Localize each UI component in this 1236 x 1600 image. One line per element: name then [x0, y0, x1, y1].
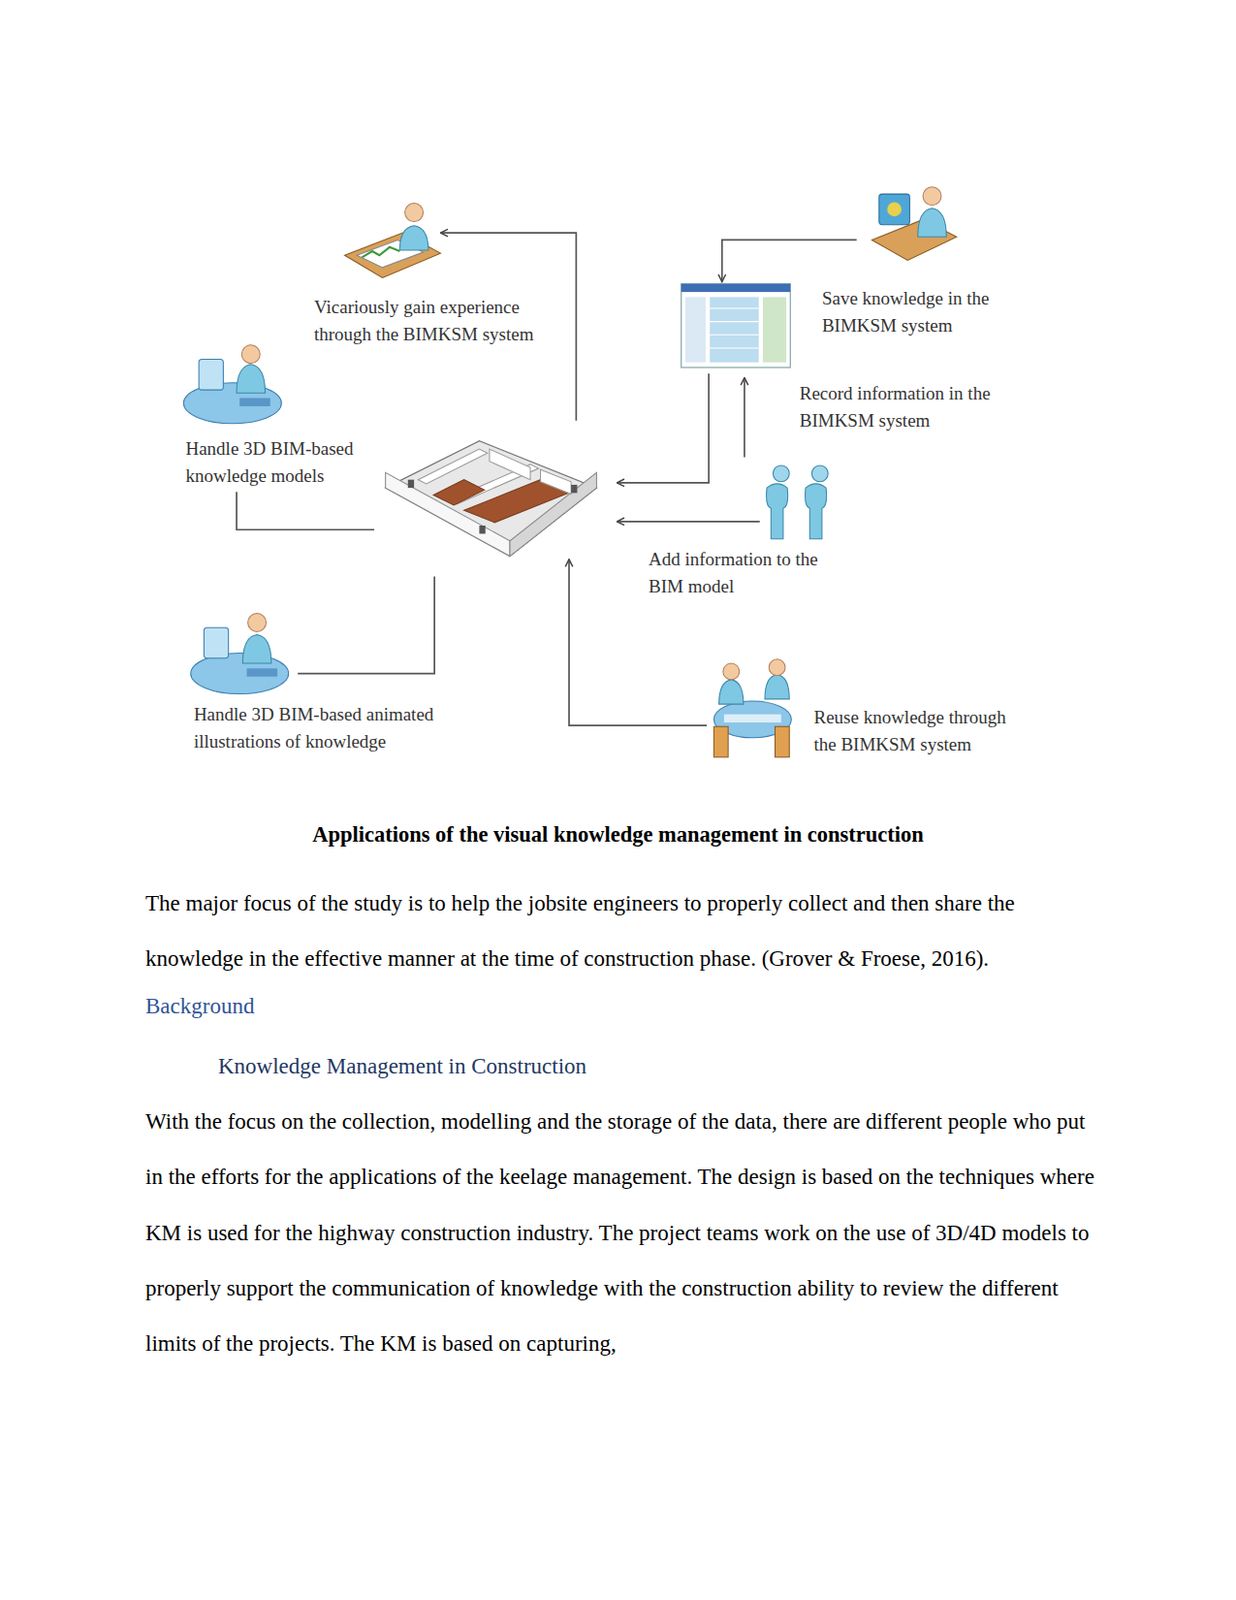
- illustration-part: [241, 345, 260, 364]
- illustration-part: [811, 465, 828, 482]
- section-heading: Background: [145, 991, 728, 1021]
- illustration-part: [489, 448, 531, 480]
- subsection-heading: Knowledge Management in Construction: [218, 1051, 994, 1081]
- illustration-part: [805, 483, 827, 539]
- illustration-part: [236, 232, 857, 726]
- illustration-part: [709, 296, 759, 362]
- illustration-part: [722, 239, 857, 282]
- node-label: Handle 3D BIM-based knowledge models: [185, 435, 374, 490]
- illustration-part: [918, 208, 947, 237]
- illustration-part: [247, 667, 279, 676]
- illustration-part: [724, 714, 782, 723]
- illustration-part: [768, 659, 786, 676]
- illustration-part: [775, 726, 791, 758]
- illustration-part: [871, 187, 956, 261]
- icon-label-node: Save knowledge in the BIMKSM system: [822, 285, 998, 340]
- illustration-part: [361, 247, 400, 258]
- figure-caption: Applications of the visual knowledge man…: [0, 822, 1236, 848]
- illustration-part: [405, 203, 424, 222]
- illustration-part: [685, 296, 706, 362]
- illustration-part: [709, 320, 759, 322]
- illustration-part: [764, 674, 790, 699]
- illustration-part: [709, 307, 759, 309]
- illustration-part: [190, 612, 289, 694]
- node-label: Save knowledge in the BIMKSM system: [822, 285, 998, 340]
- illustration-part: [766, 465, 829, 539]
- illustration-part: [616, 373, 709, 483]
- illustration-part: [887, 202, 902, 218]
- illustration-part: [719, 679, 744, 704]
- illustration-part: [772, 465, 790, 482]
- icon-label-node: Handle 3D BIM-based knowledge models: [185, 435, 374, 490]
- illustration-part: [190, 653, 289, 695]
- illustration-part: [879, 193, 911, 225]
- icon-label-node: Add information to the BIM model: [648, 545, 841, 601]
- illustration-part: [616, 520, 760, 523]
- body-paragraph: The major focus of the study is to help …: [145, 875, 1106, 987]
- illustration-part: [540, 469, 572, 494]
- illustration-part: [385, 441, 598, 557]
- icon-label-node: Vicariously gain experience through the …: [314, 293, 559, 349]
- illustration-part: [417, 448, 488, 484]
- illustration-part: [743, 377, 746, 457]
- illustration-part: [709, 334, 759, 336]
- illustration-part: [478, 525, 485, 534]
- illustration-part: [408, 479, 414, 488]
- node-label: Add information to the BIM model: [648, 545, 841, 601]
- node-label: Reuse knowledge through the BIMKSM syste…: [813, 703, 1032, 759]
- illustration-part: [236, 491, 375, 530]
- illustration-part: [297, 576, 435, 674]
- icon-label-node: Reuse knowledge through the BIMKSM syste…: [813, 703, 1032, 759]
- illustration-part: [681, 284, 792, 368]
- illustration-part: [723, 663, 740, 680]
- illustration-part: [239, 398, 271, 407]
- icon-label-node: Handle 3D BIM-based animated illustratio…: [193, 700, 457, 756]
- illustration-part: [399, 225, 428, 251]
- illustration-part: [203, 627, 228, 659]
- illustration-part: [385, 441, 598, 557]
- illustration-part: [242, 634, 271, 664]
- illustration-part: [762, 296, 787, 362]
- illustration-part: [345, 203, 442, 279]
- node-label: Vicariously gain experience through the …: [314, 293, 559, 349]
- illustration-part: [248, 612, 267, 632]
- illustration-part: [681, 284, 792, 368]
- illustration-part: [183, 382, 282, 424]
- node-label: Handle 3D BIM-based animated illustratio…: [193, 700, 457, 756]
- illustration-part: [766, 483, 789, 539]
- illustration-part: [681, 284, 792, 292]
- illustration-part: [198, 359, 223, 391]
- illustration-part: [570, 484, 577, 493]
- illustration-part: [183, 345, 282, 424]
- arrow-label: Record information in the BIMKSM system: [799, 380, 1024, 435]
- illustration-part: [433, 479, 485, 506]
- illustration-part: [713, 726, 729, 758]
- illustration-part: [713, 659, 792, 758]
- body-paragraph: With the focus on the collection, modell…: [145, 1093, 1106, 1371]
- illustration-part: [709, 347, 759, 349]
- illustration-part: [922, 187, 942, 206]
- illustration-part: [236, 364, 265, 393]
